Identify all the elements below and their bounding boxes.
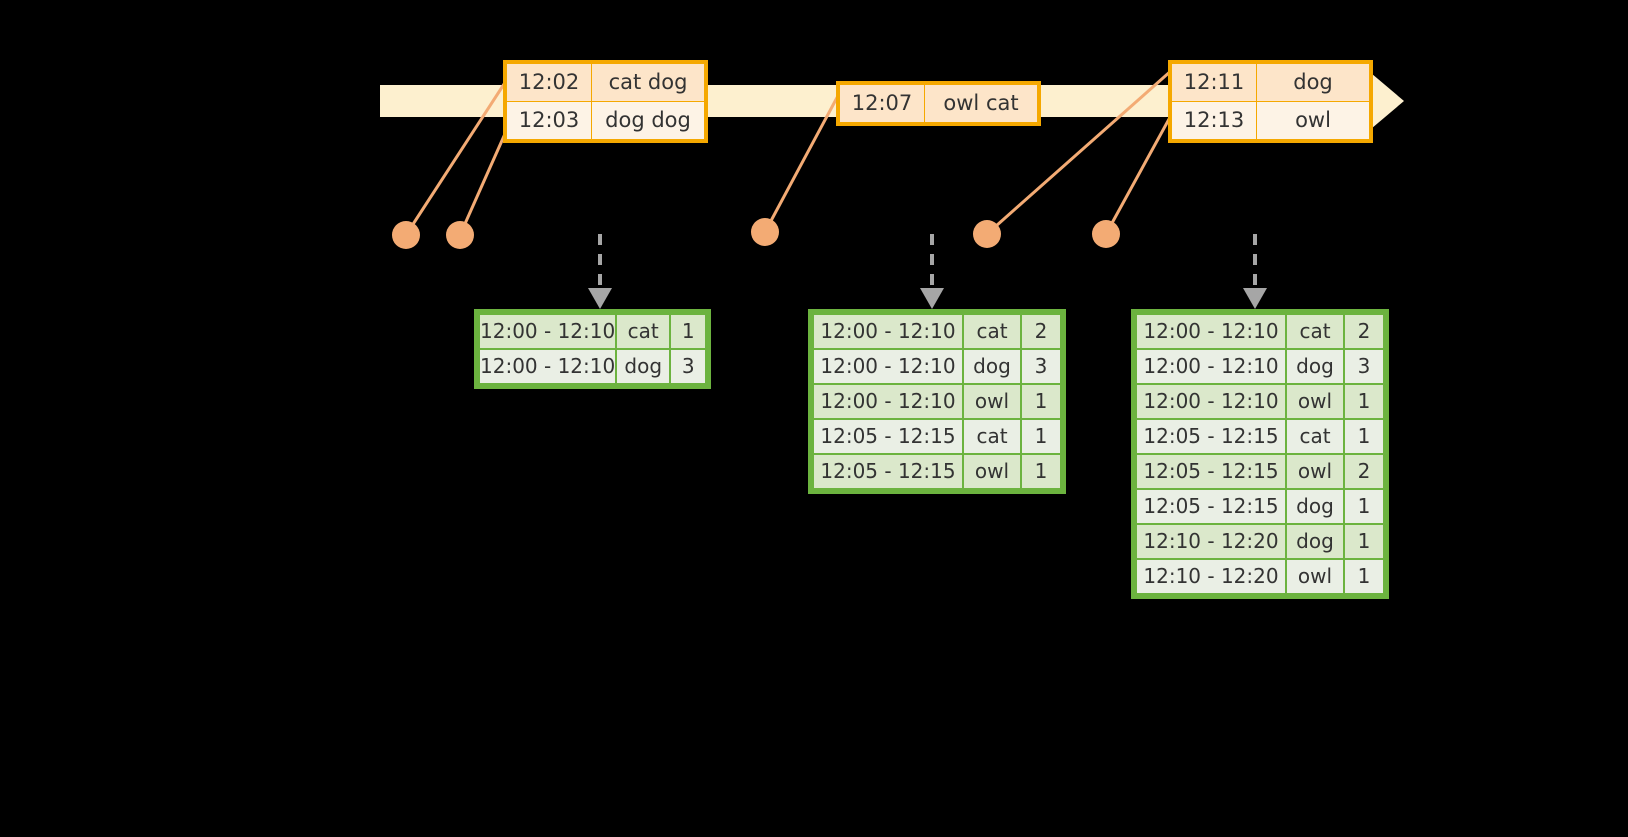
table-row[interactable]: 12:00 - 12:10 owl 1 [814,385,1060,418]
result-arrow-3 [1243,234,1267,309]
event-time: 12:07 [839,84,925,123]
result-window: 12:05 - 12:15 [1137,455,1285,488]
result-count: 1 [1022,455,1060,488]
result-count: 3 [671,350,706,383]
event-dots [392,218,1120,249]
result-word: owl [964,385,1020,418]
event-group-3[interactable]: 12:11 dog 12:13 owl [1168,60,1373,143]
result-count: 1 [1022,385,1060,418]
event-group-1[interactable]: 12:02 cat dog 12:03 dog dog [503,60,708,143]
result-word: dog [1287,350,1343,383]
result-word: cat [1287,315,1343,348]
result-word: owl [1287,560,1343,593]
event-row[interactable]: 12:03 dog dog [506,101,705,140]
result-window: 12:05 - 12:15 [1137,490,1285,523]
result-count: 2 [1345,455,1383,488]
result-count: 1 [1022,420,1060,453]
result-window: 12:00 - 12:10 [1137,350,1285,383]
result-count: 1 [1345,560,1383,593]
result-count: 1 [1345,385,1383,418]
table-row[interactable]: 12:05 - 12:15 owl 1 [814,455,1060,488]
table-row[interactable]: 12:05 - 12:15 dog 1 [1137,490,1383,523]
result-table-3[interactable]: 12:00 - 12:10 cat 2 12:00 - 12:10 dog 3 … [1131,309,1389,599]
result-window: 12:05 - 12:15 [814,455,962,488]
event-time: 12:03 [506,101,592,140]
result-arrow-2 [920,234,944,309]
result-window: 12:05 - 12:15 [814,420,962,453]
event-time: 12:13 [1171,101,1257,140]
event-words: cat dog [591,63,705,102]
result-count: 2 [1022,315,1060,348]
event-row[interactable]: 12:11 dog [1171,63,1370,102]
table-row[interactable]: 12:00 - 12:10 dog 3 [1137,350,1383,383]
result-count: 1 [1345,525,1383,558]
event-words: dog dog [591,101,705,140]
event-time: 12:11 [1171,63,1257,102]
result-arrows [588,234,1267,309]
result-window: 12:05 - 12:15 [1137,420,1285,453]
event-words: owl [1256,101,1370,140]
result-count: 2 [1345,315,1383,348]
result-count: 1 [671,315,706,348]
result-word: dog [1287,490,1343,523]
table-row[interactable]: 12:05 - 12:15 cat 1 [1137,420,1383,453]
table-row[interactable]: 12:00 - 12:10 dog 3 [814,350,1060,383]
result-window: 12:00 - 12:10 [814,350,962,383]
table-row[interactable]: 12:00 - 12:10 cat 1 [480,315,706,348]
table-row[interactable]: 12:10 - 12:20 owl 1 [1137,560,1383,593]
result-window: 12:00 - 12:10 [814,385,962,418]
event-group-2[interactable]: 12:07 owl cat [836,81,1041,126]
result-arrow-1 [588,234,612,309]
result-count: 3 [1345,350,1383,383]
result-window: 12:00 - 12:10 [1137,315,1285,348]
table-row[interactable]: 12:00 - 12:10 owl 1 [1137,385,1383,418]
event-row[interactable]: 12:13 owl [1171,101,1370,140]
result-window: 12:00 - 12:10 [480,350,616,383]
event-row[interactable]: 12:02 cat dog [506,63,705,102]
result-count: 1 [1345,420,1383,453]
result-word: cat [964,420,1020,453]
result-count: 3 [1022,350,1060,383]
result-window: 12:10 - 12:20 [1137,525,1285,558]
result-word: owl [964,455,1020,488]
event-words: owl cat [924,84,1038,123]
result-window: 12:10 - 12:20 [1137,560,1285,593]
result-word: cat [617,315,670,348]
event-dot-5 [1092,220,1120,248]
result-word: owl [1287,455,1343,488]
result-word: dog [964,350,1020,383]
result-word: cat [964,315,1020,348]
result-table-2[interactable]: 12:00 - 12:10 cat 2 12:00 - 12:10 dog 3 … [808,309,1066,494]
event-dot-1 [392,221,420,249]
table-row[interactable]: 12:05 - 12:15 cat 1 [814,420,1060,453]
result-word: dog [617,350,670,383]
table-row[interactable]: 12:00 - 12:10 cat 2 [814,315,1060,348]
result-table-1[interactable]: 12:00 - 12:10 cat 1 12:00 - 12:10 dog 3 [474,309,712,389]
result-word: owl [1287,385,1343,418]
event-dot-3 [751,218,779,246]
event-dot-2 [446,221,474,249]
table-row[interactable]: 12:00 - 12:10 cat 2 [1137,315,1383,348]
table-row[interactable]: 12:00 - 12:10 dog 3 [480,350,706,383]
result-count: 1 [1345,490,1383,523]
table-row[interactable]: 12:05 - 12:15 owl 2 [1137,455,1383,488]
result-word: dog [1287,525,1343,558]
event-dot-4 [973,220,1001,248]
result-window: 12:00 - 12:10 [480,315,616,348]
result-window: 12:00 - 12:10 [1137,385,1285,418]
result-window: 12:00 - 12:10 [814,315,962,348]
event-row[interactable]: 12:07 owl cat [839,84,1038,123]
table-row[interactable]: 12:10 - 12:20 dog 1 [1137,525,1383,558]
result-word: cat [1287,420,1343,453]
event-time: 12:02 [506,63,592,102]
event-words: dog [1256,63,1370,102]
